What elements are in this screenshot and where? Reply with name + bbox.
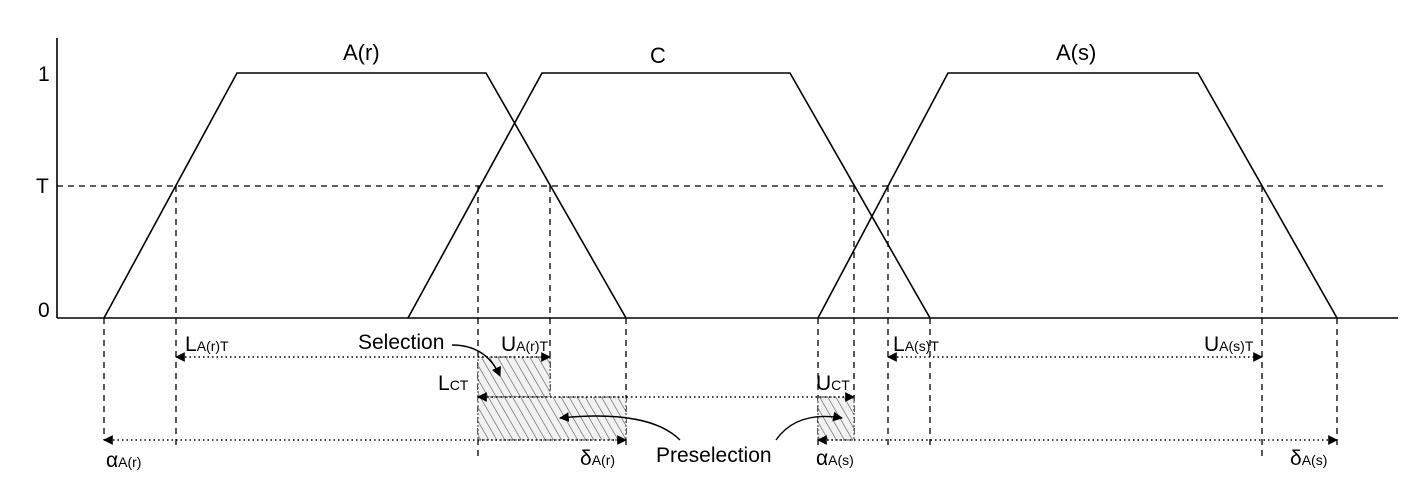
label-alpha-ar: αA(r) (106, 449, 141, 472)
preselection-region-right (817, 396, 855, 441)
curve-c (407, 72, 931, 319)
preselection-label: Preselection (656, 444, 772, 467)
curve-ar-label: A(r) (343, 40, 380, 65)
label-u-ct: UCT (816, 372, 850, 395)
label-u-as-t: UA(s)T (1204, 333, 1254, 356)
curve-as-label: A(s) (1056, 40, 1096, 65)
label-delta-ar: δA(r) (580, 447, 615, 470)
curve-as (817, 72, 1338, 319)
selection-arrow (451, 344, 501, 377)
label-delta-as: δA(s) (1290, 447, 1327, 470)
label-u-ar-t: UA(r)T (501, 333, 548, 356)
label-l-as-t: LA(s)T (893, 333, 939, 356)
label-alpha-as: αA(s) (816, 447, 854, 470)
label-l-ar-t: LA(r)T (185, 333, 229, 356)
label-l-ct: LCT (438, 372, 469, 395)
y-tick-t: T (36, 175, 49, 198)
curve-ar (103, 72, 627, 319)
preselection-arrow-left (559, 412, 681, 441)
y-tick-0: 0 (38, 299, 50, 322)
preselection-region-left (477, 396, 627, 441)
selection-region (477, 356, 551, 398)
selection-label: Selection (358, 331, 444, 354)
curve-c-label: C (650, 43, 666, 68)
preselection-arrow-right (775, 411, 843, 441)
y-tick-1: 1 (38, 63, 50, 86)
